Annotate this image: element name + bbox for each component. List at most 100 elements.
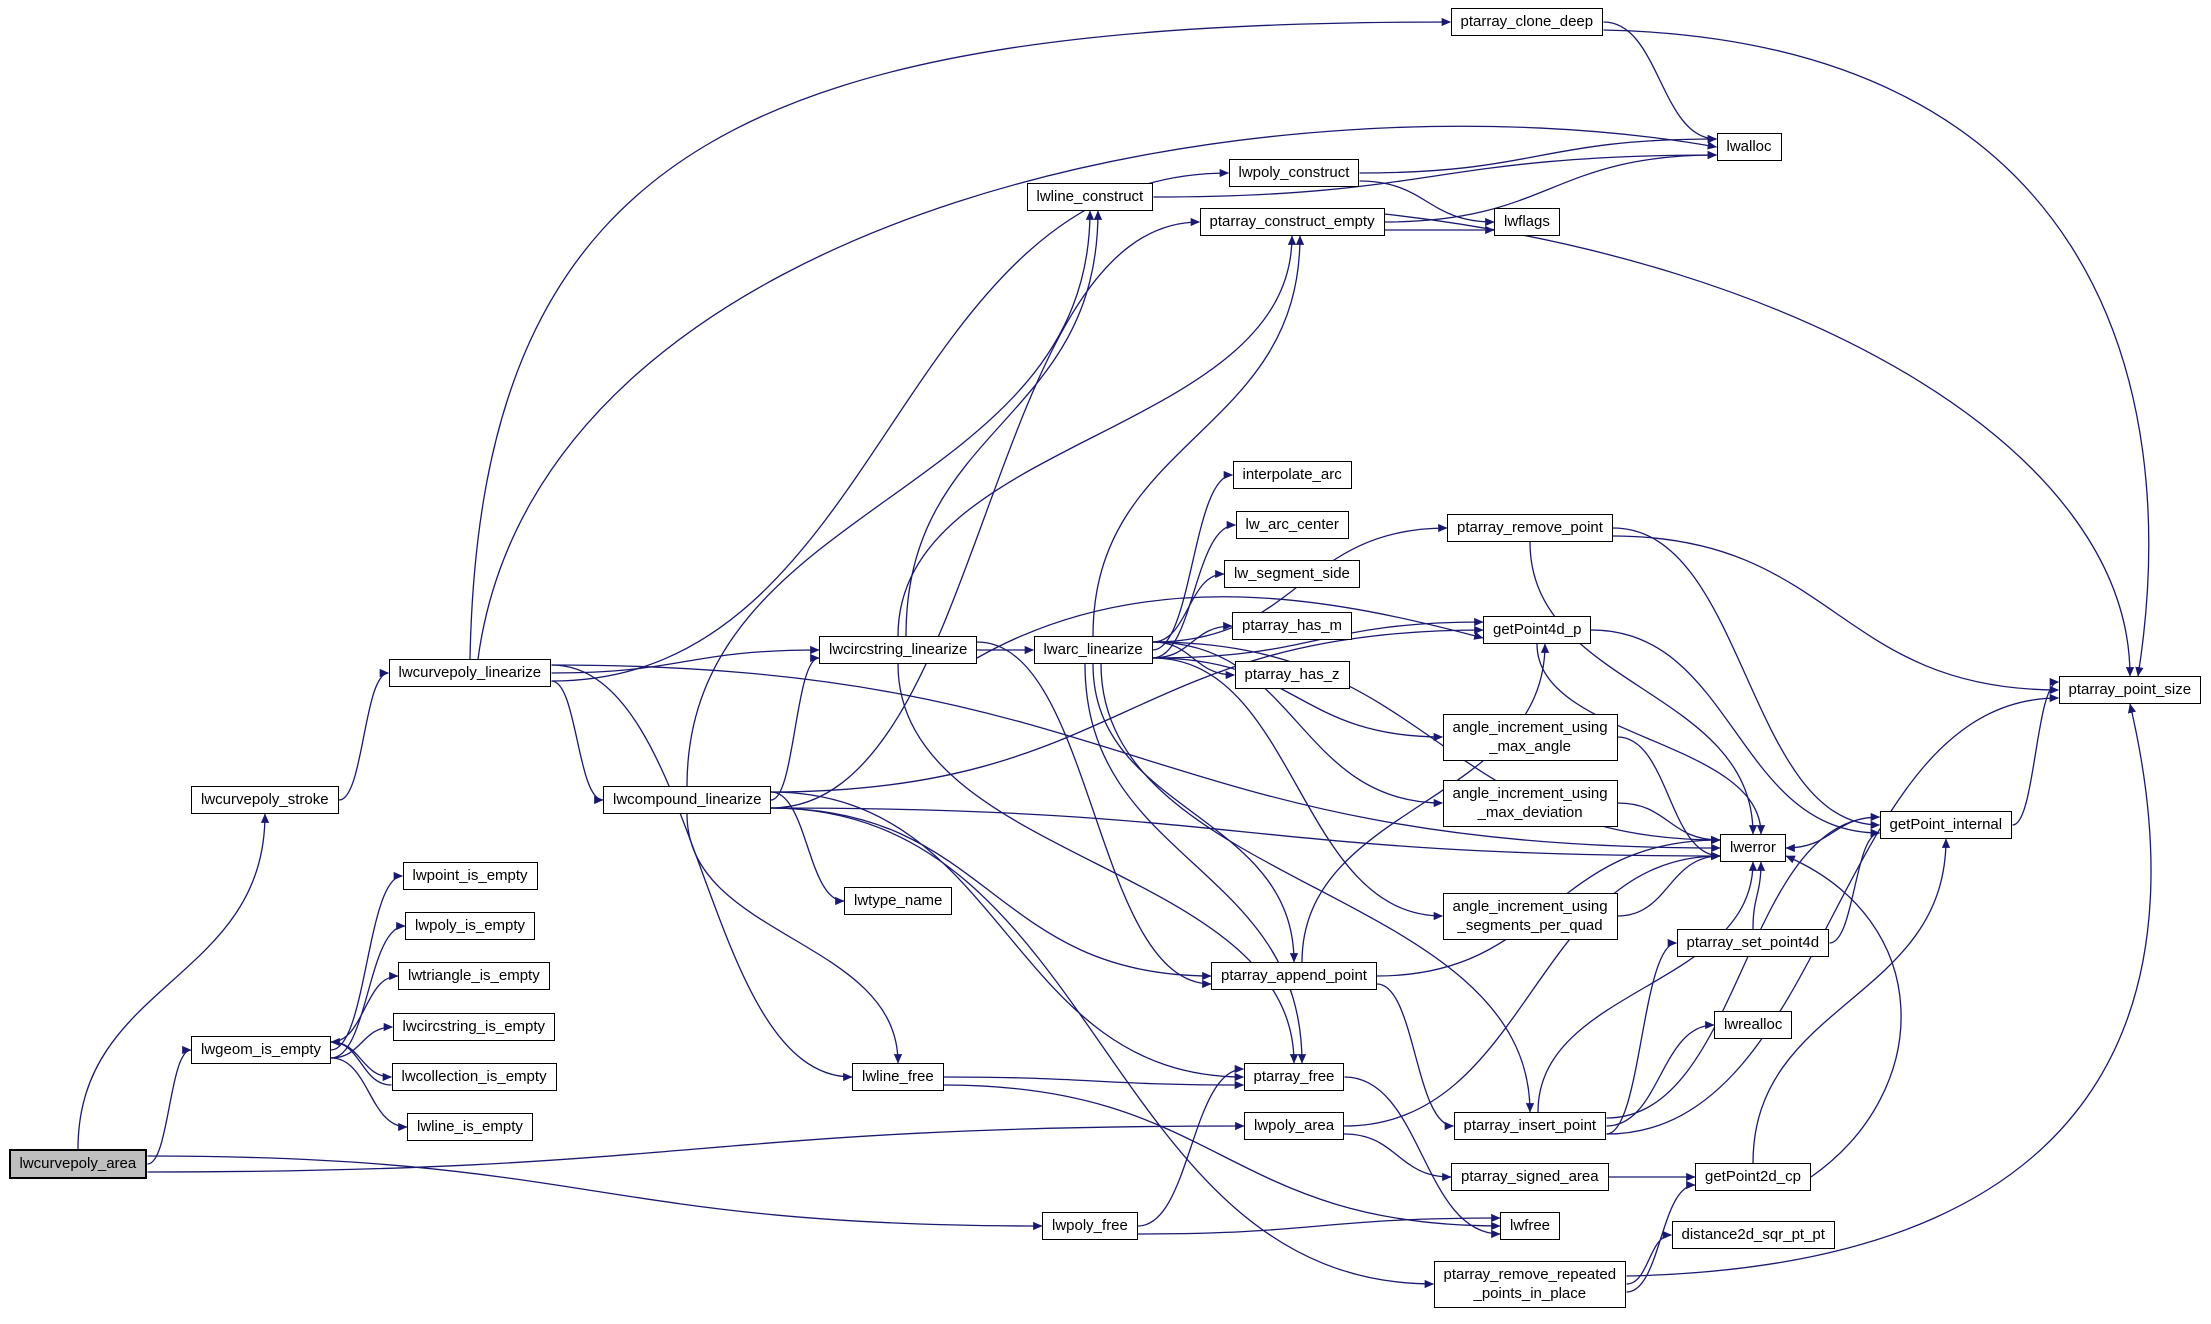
edge-angle_increment_using_max_angle-to-lwerror (1617, 736, 1721, 861)
edge-getPoint4d_p-to-getPoint_internal (1590, 629, 1881, 838)
edge-lwcircstring_linearize-to-getPoint4d_p (976, 596, 1484, 659)
edge-angle_increment_using_segments_per_quad-to-lwerror (1617, 851, 1721, 917)
edge-ptarray_insert_point-to-lwerror (1537, 861, 1758, 1113)
edge-getPoint_internal-to-lwerror (1785, 816, 1880, 853)
node-lwcircstring_linearize[interactable]: lwcircstring_linearize (819, 636, 978, 664)
edge-getPoint_internal-to-ptarray_point_size (2012, 677, 2060, 826)
node-lwerror[interactable]: lwerror (1720, 834, 1786, 862)
edge-ptarray_remove_repeated_points_in_place-to-ptarray_point_size (1626, 703, 2152, 1277)
edge-lwarc_linearize-to-getPoint4d_p (1152, 617, 1484, 659)
edge-lwcurvepoly_stroke-to-lwcurvepoly_linearize (338, 668, 390, 801)
edge-getPoint4d_p-to-lwerror (1536, 643, 1766, 835)
node-lwpoly_construct[interactable]: lwpoly_construct (1228, 159, 1360, 187)
node-getPoint2d_cp[interactable]: getPoint2d_cp (1695, 1163, 1811, 1191)
node-lwalloc[interactable]: lwalloc (1716, 133, 1782, 161)
edge-ptarray_clone_deep-to-lwalloc (1603, 21, 1718, 144)
node-lwcompound_linearize[interactable]: lwcompound_linearize (603, 786, 772, 814)
edge-lwline_construct-to-lwalloc (1153, 150, 1718, 198)
edge-ptarray_remove_repeated_points_in_place-to-distance2d_sqr_pt_pt (1626, 1230, 1673, 1285)
node-ptarray_signed_area[interactable]: ptarray_signed_area (1451, 1163, 1609, 1191)
node-lwcurvepoly_linearize[interactable]: lwcurvepoly_linearize (388, 659, 552, 687)
node-lwflags[interactable]: lwflags (1494, 208, 1560, 236)
node-lwline_construct[interactable]: lwline_construct (1026, 183, 1154, 211)
node-ptarray_has_z[interactable]: ptarray_has_z (1234, 661, 1350, 689)
edge-lwpoly_area-to-ptarray_signed_area (1343, 1133, 1452, 1182)
edge-lwcompound_linearize-to-lwcircstring_linearize (770, 653, 820, 801)
node-lwtriangle_is_empty[interactable]: lwtriangle_is_empty (398, 962, 550, 990)
node-ptarray_construct_empty[interactable]: ptarray_construct_empty (1199, 208, 1385, 236)
node-ptarray_free[interactable]: ptarray_free (1243, 1063, 1345, 1091)
node-getPoint4d_p[interactable]: getPoint4d_p (1483, 616, 1592, 644)
edge-lwcurvepoly_area-to-lwgeom_is_empty (147, 1045, 192, 1165)
edge-lwgeom_is_empty-to-lwpoint_is_empty (330, 871, 404, 1051)
edge-lwline_free-to-lwfree (943, 1084, 1501, 1231)
edge-lwline_free-to-ptarray_free (943, 1076, 1245, 1090)
edge-ptarray_set_point4d-to-lwerror (1752, 861, 1766, 930)
node-ptarray_point_size[interactable]: ptarray_point_size (2058, 676, 2202, 704)
edge-ptarray_remove_point-to-lwerror (1529, 541, 1758, 835)
edge-ptarray_remove_point-to-getPoint_internal (1612, 527, 1881, 830)
edge-lwpoly_construct-to-lwflags (1359, 180, 1495, 227)
node-ptarray_clone_deep[interactable]: ptarray_clone_deep (1450, 8, 1604, 36)
node-ptarray_set_point4d[interactable]: ptarray_set_point4d (1676, 929, 1830, 957)
edge-getPoint2d_cp-to-lwerror (1785, 855, 1902, 1178)
node-ptarray_append_point[interactable]: ptarray_append_point (1211, 962, 1377, 990)
node-lwcircstring_is_empty[interactable]: lwcircstring_is_empty (392, 1013, 556, 1041)
node-getPoint_internal[interactable]: getPoint_internal (1879, 811, 2013, 839)
node-lwfree[interactable]: lwfree (1500, 1212, 1561, 1240)
edge-lwcurvepoly_linearize-to-lwline_free (551, 664, 853, 1082)
node-lwpoly_area[interactable]: lwpoly_area (1244, 1112, 1345, 1140)
node-angle_increment_using_max_deviation[interactable]: angle_increment_using _max_deviation (1442, 779, 1618, 827)
edge-ptarray_append_point-to-ptarray_insert_point (1376, 983, 1455, 1131)
edge-lwpoly_construct-to-lwalloc (1359, 134, 1718, 174)
node-lw_segment_side[interactable]: lw_segment_side (1224, 560, 1360, 588)
edge-lwarc_linearize-to-angle_increment_using_max_deviation (1152, 641, 1444, 808)
edge-lwcollection_is_empty-to-lwgeom_is_empty (330, 1037, 392, 1086)
edge-lwcompound_linearize-to-lwline_construct (686, 210, 1095, 787)
edge-ptarray_insert_point-to-ptarray_point_size (1606, 693, 2060, 1135)
node-lw_arc_center[interactable]: lw_arc_center (1235, 511, 1349, 539)
edge-lwcurvepoly_area-to-lwpoly_area (147, 1121, 1245, 1173)
edge-lwcurvepoly_linearize-to-lwcircstring_linearize (551, 645, 820, 674)
node-lwgeom_is_empty[interactable]: lwgeom_is_empty (191, 1036, 332, 1064)
node-angle_increment_using_segments_per_quad[interactable]: angle_increment_using _segments_per_quad (1442, 892, 1618, 940)
edge-lwcurvepoly_linearize-to-lwcompound_linearize (551, 680, 604, 805)
edge-lwarc_linearize-to-lw_segment_side (1152, 569, 1225, 643)
edge-ptarray_construct_empty-to-ptarray_point_size (1384, 213, 2135, 677)
node-interpolate_arc[interactable]: interpolate_arc (1232, 461, 1352, 489)
node-lwcurvepoly_area: lwcurvepoly_area (8, 1149, 148, 1179)
edge-getPoint2d_cp-to-getPoint_internal (1752, 838, 1951, 1164)
edge-lwgeom_is_empty-to-lwpoly_is_empty (330, 921, 406, 1059)
edge-ptarray_insert_point-to-getPoint_internal (1606, 812, 1881, 1119)
node-lwcollection_is_empty[interactable]: lwcollection_is_empty (391, 1063, 557, 1091)
node-ptarray_insert_point[interactable]: ptarray_insert_point (1453, 1112, 1607, 1140)
edge-lwcompound_linearize-to-lwtype_name (770, 791, 845, 906)
node-ptarray_remove_point[interactable]: ptarray_remove_point (1447, 514, 1613, 542)
edge-lwcompound_linearize-to-lwline_free (686, 813, 903, 1064)
edge-lwcompound_linearize-to-ptarray_construct_empty (770, 217, 1201, 809)
edge-ptarray_free-to-lwfree (1344, 1076, 1501, 1239)
node-lwpoly_is_empty[interactable]: lwpoly_is_empty (405, 912, 536, 940)
node-lwtype_name[interactable]: lwtype_name (844, 887, 953, 915)
node-ptarray_remove_repeated_points_in_place[interactable]: ptarray_remove_repeated _points_in_place (1433, 1260, 1627, 1308)
node-lwcurvepoly_stroke[interactable]: lwcurvepoly_stroke (191, 786, 339, 814)
edge-lwcurvepoly_area-to-lwpoly_free (147, 1155, 1043, 1231)
node-lwarc_linearize[interactable]: lwarc_linearize (1033, 636, 1153, 664)
edge-ptarray_construct_empty-to-lwalloc (1384, 150, 1718, 223)
edge-lwarc_linearize-to-ptarray_free (1084, 663, 1307, 1064)
node-lwline_is_empty[interactable]: lwline_is_empty (407, 1113, 533, 1141)
node-lwrealloc[interactable]: lwrealloc (1714, 1011, 1793, 1039)
edge-lwcircstring_linearize-to-ptarray_construct_empty (897, 235, 1297, 637)
edge-lwarc_linearize-to-lwerror (1152, 641, 1721, 845)
node-angle_increment_using_max_angle[interactable]: angle_increment_using _max_angle (1442, 713, 1618, 761)
node-lwline_free[interactable]: lwline_free (852, 1063, 944, 1091)
edge-ptarray_append_point-to-getPoint4d_p (1301, 643, 1550, 963)
node-lwpoly_free[interactable]: lwpoly_free (1042, 1212, 1138, 1240)
node-ptarray_has_m[interactable]: ptarray_has_m (1232, 612, 1353, 640)
node-distance2d_sqr_pt_pt[interactable]: distance2d_sqr_pt_pt (1671, 1221, 1835, 1249)
edge-lwgeom_is_empty-to-lwcircstring_is_empty (330, 1022, 394, 1059)
edge-ptarray_clone_deep-to-ptarray_point_size (1603, 29, 2150, 677)
edge-lwcurvepoly_linearize-to-ptarray_clone_deep (469, 17, 1452, 660)
node-lwpoint_is_empty[interactable]: lwpoint_is_empty (402, 862, 538, 890)
edge-angle_increment_using_max_deviation-to-lwerror (1617, 802, 1721, 845)
